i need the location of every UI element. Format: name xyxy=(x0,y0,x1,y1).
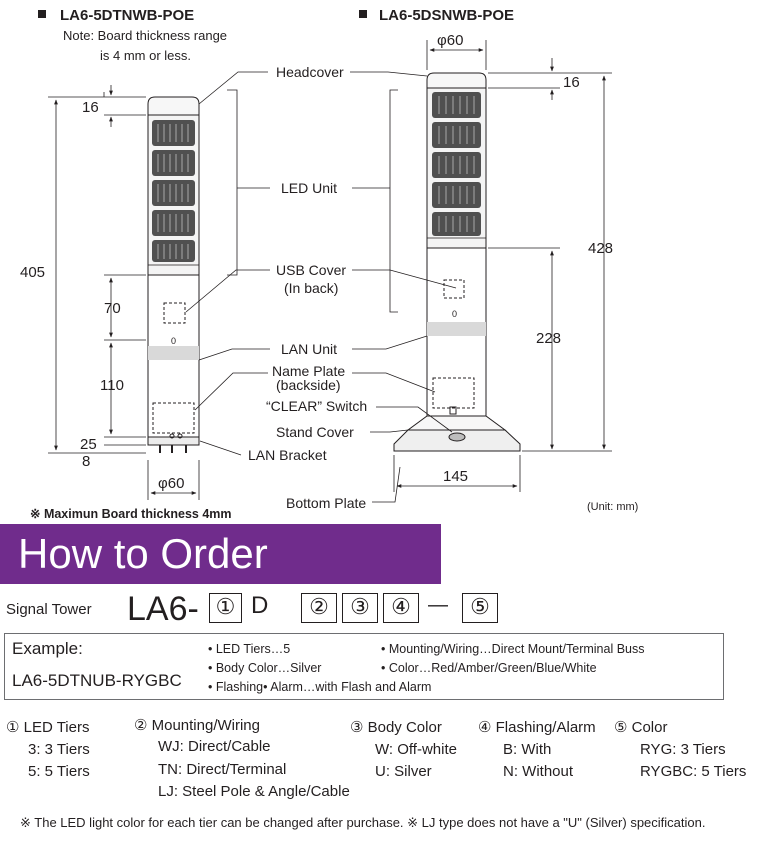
label-led-unit: LED Unit xyxy=(281,180,337,196)
left-headcover xyxy=(147,96,200,116)
right-led-tiers xyxy=(432,92,481,236)
callout-leaders xyxy=(185,71,457,503)
right-lan-band xyxy=(427,322,486,336)
dim-left-405: 405 xyxy=(20,264,45,281)
left-model-title: LA6-5DTNWB-POE xyxy=(60,7,194,24)
right-headcover xyxy=(426,72,487,89)
option-body-color-w: W: Off-white xyxy=(375,741,457,758)
left-tower: 0 xyxy=(147,96,200,453)
option-mounting-wj: WJ: Direct/Cable xyxy=(158,738,271,755)
dim-right-228: 228 xyxy=(536,330,561,347)
option-flashing-n: N: Without xyxy=(503,763,574,780)
option-led-tiers-head: ① LED Tiers xyxy=(6,719,90,736)
left-note-line1: Note: Board thickness range xyxy=(63,28,227,43)
option-color-ryg: RYG: 3 Tiers xyxy=(640,741,726,758)
label-lan-bracket: LAN Bracket xyxy=(248,447,327,463)
right-tower: 0 xyxy=(393,72,521,452)
bullet-square-right xyxy=(359,10,367,18)
left-dimensions xyxy=(48,85,200,500)
dim-left-70: 70 xyxy=(104,300,121,317)
order-dash: — xyxy=(428,594,448,616)
right-usb-cover xyxy=(443,279,465,299)
bullet-square-left xyxy=(38,10,46,18)
option-flashing-b: B: With xyxy=(503,741,552,758)
example-code: LA6-5DTNUB-RYGBC xyxy=(12,671,182,690)
label-stand-cover: Stand Cover xyxy=(276,424,354,440)
left-usb-cover xyxy=(163,302,186,324)
example-box xyxy=(4,633,724,700)
right-model-title: LA6-5DSNWB-POE xyxy=(379,7,514,24)
dim-left-110: 110 xyxy=(100,377,124,394)
example-flashing: • Flashing• Alarm…with Flash and Alarm xyxy=(208,680,432,694)
option-flashing-head: ④ Flashing/Alarm xyxy=(478,719,596,736)
order-box-5: ⑤ xyxy=(462,593,498,623)
unit-note: (Unit: mm) xyxy=(587,501,638,513)
label-name-plate-1: Name Plate xyxy=(272,363,345,379)
example-led-tiers: • LED Tiers…5 xyxy=(208,642,291,656)
left-led-tiers xyxy=(152,120,195,262)
dimension-diagram: LA6-5DTNWB-POE Note: Board thickness ran… xyxy=(20,7,638,520)
example-label: Example: xyxy=(12,639,83,658)
order-box-2: ② xyxy=(301,593,337,623)
dim-left-16: 16 xyxy=(82,99,99,116)
dim-right-diameter: φ60 xyxy=(437,32,463,49)
dim-right-16: 16 xyxy=(563,74,580,91)
option-led-tiers-5: 5: 5 Tiers xyxy=(28,763,90,780)
label-clear-switch: “CLEAR” Switch xyxy=(266,398,367,414)
example-body-color: • Body Color…Silver xyxy=(208,661,322,675)
label-name-plate-2: (backside) xyxy=(276,377,341,393)
dim-right-145: 145 xyxy=(443,468,468,485)
label-lan-unit: LAN Unit xyxy=(281,341,337,357)
label-usb-cover-1: USB Cover xyxy=(276,262,346,278)
option-body-color-head: ③ Body Color xyxy=(350,719,442,736)
left-lan-bracket xyxy=(147,436,200,446)
order-fixed-d: D xyxy=(251,592,269,619)
order-box-1: ① xyxy=(209,593,242,623)
label-usb-cover-2: (In back) xyxy=(284,280,338,296)
order-box-3: ③ xyxy=(342,593,378,623)
dim-right-428: 428 xyxy=(588,240,613,257)
footnote: ※ The LED light color for each tier can … xyxy=(20,815,706,830)
clear-switch xyxy=(448,432,466,442)
left-name-plate xyxy=(152,402,195,434)
dim-left-diameter: φ60 xyxy=(158,475,184,492)
dim-left-25: 25 xyxy=(80,436,97,453)
dim-left-8: 8 xyxy=(82,453,90,470)
left-usb-zero: 0 xyxy=(171,336,176,346)
option-mounting-lj: LJ: Steel Pole & Angle/Cable xyxy=(158,783,350,800)
left-note-line2: is 4 mm or less. xyxy=(100,48,191,63)
right-name-plate xyxy=(432,377,475,409)
how-to-order-banner xyxy=(0,524,441,584)
how-to-order-title: How to Order xyxy=(18,530,268,577)
example-color: • Color…Red/Amber/Green/Blue/White xyxy=(381,661,597,675)
option-led-tiers-3: 3: 3 Tiers xyxy=(28,741,90,758)
label-headcover: Headcover xyxy=(276,64,344,80)
option-color-head: ⑤ Color xyxy=(614,719,668,736)
label-bottom-plate: Bottom Plate xyxy=(286,495,366,511)
right-stand-cover xyxy=(406,415,507,431)
left-lan-band xyxy=(148,346,199,360)
option-mounting-tn: TN: Direct/Terminal xyxy=(158,761,287,778)
right-usb-zero: 0 xyxy=(452,309,457,319)
order-prefix: LA6- xyxy=(127,590,199,628)
board-note: ※ Maximun Board thickness 4mm xyxy=(30,507,232,520)
order-box-4: ④ xyxy=(383,593,419,623)
option-color-rygbc: RYGBC: 5 Tiers xyxy=(640,763,747,780)
option-body-color-u: U: Silver xyxy=(375,763,432,780)
example-mounting: • Mounting/Wiring…Direct Mount/Terminal … xyxy=(381,642,645,656)
signal-tower-label: Signal Tower xyxy=(6,601,92,618)
right-dimensions xyxy=(393,40,612,492)
option-mounting-head: ② Mounting/Wiring xyxy=(134,717,260,734)
